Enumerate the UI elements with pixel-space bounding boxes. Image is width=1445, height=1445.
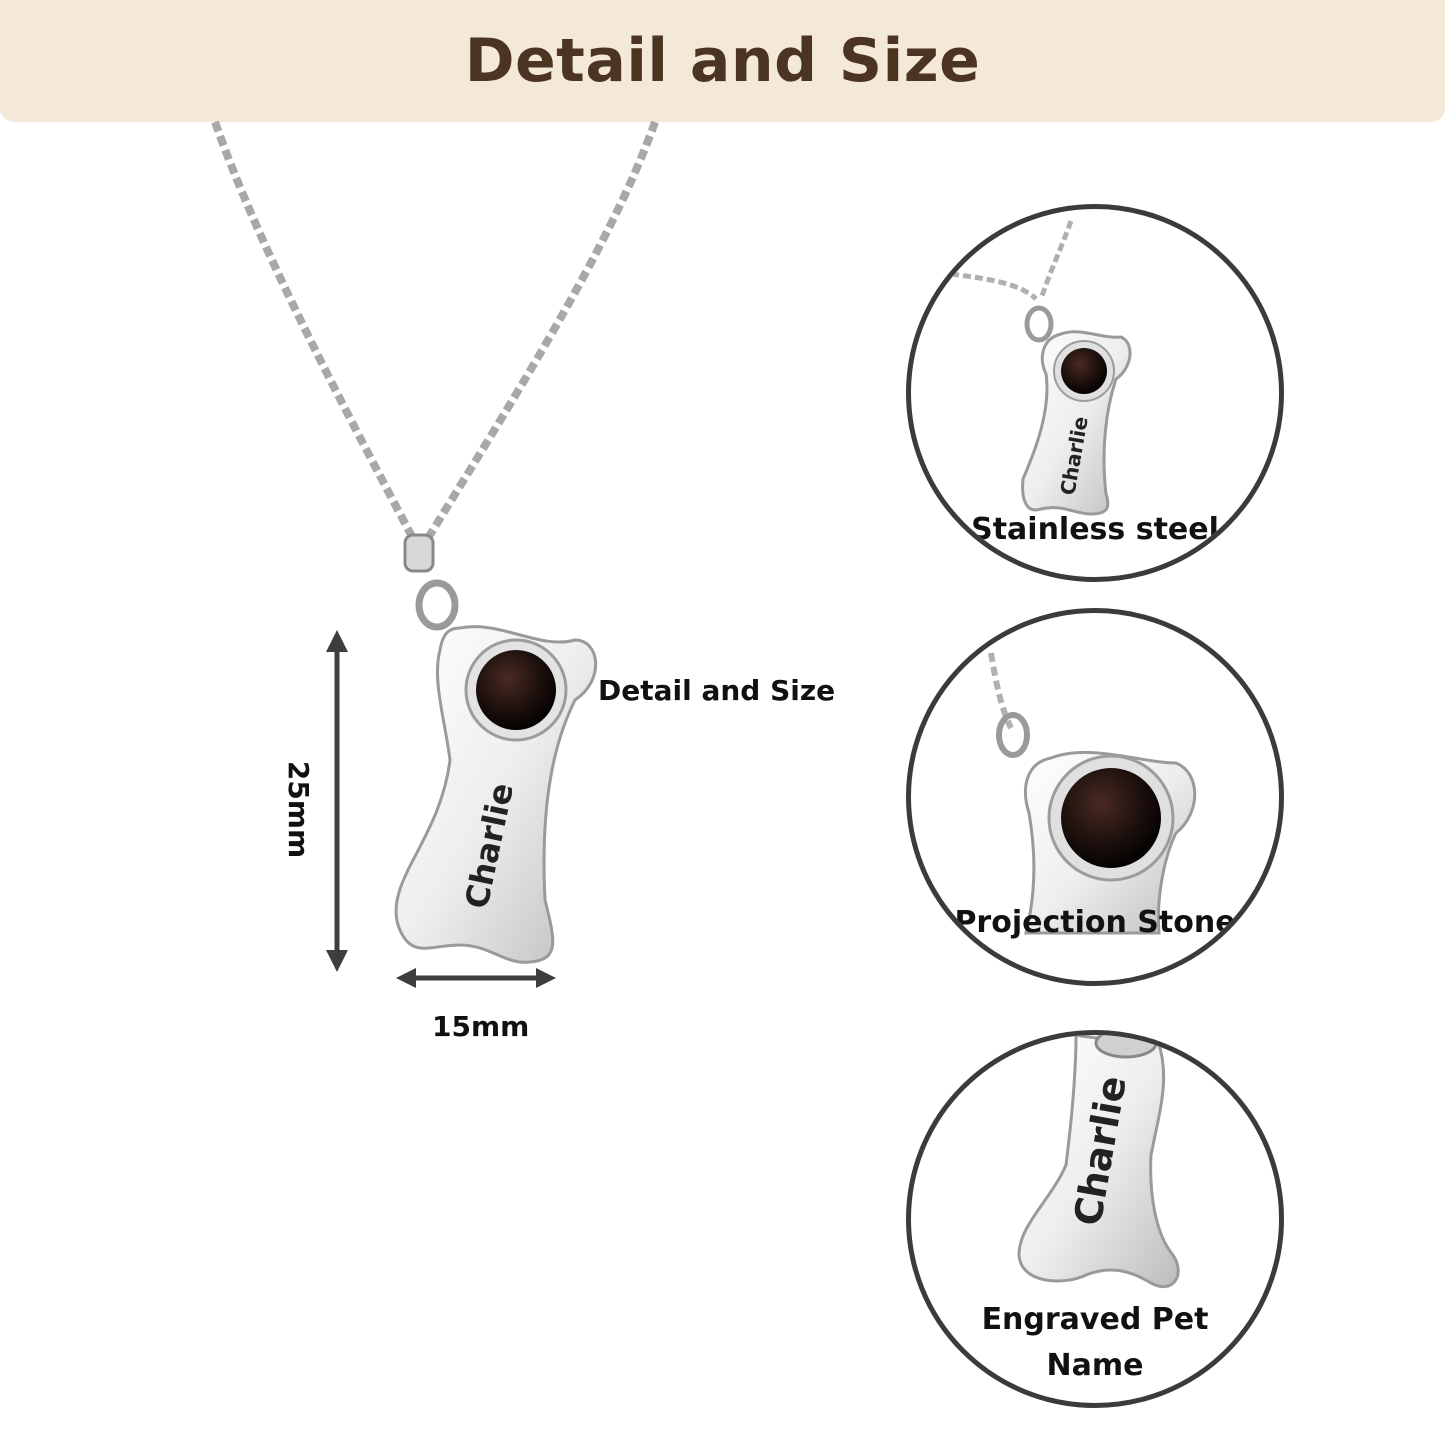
width-arrow [396, 968, 556, 988]
projection-caption: Projection Stone [954, 905, 1236, 940]
stainless-caption: Stainless steel [971, 512, 1219, 547]
header-banner: Detail and Size [0, 0, 1445, 122]
feature-circle-stainless: Charlie Stainless steel [906, 204, 1284, 582]
height-dimension-label: 25mm [282, 760, 316, 859]
stainless-closeup: Charlie [950, 220, 1132, 516]
chain-right [418, 120, 659, 551]
chain-left [211, 120, 422, 550]
engraved-caption: Engraved Pet Name [981, 1302, 1209, 1383]
projection-closeup [988, 652, 1197, 935]
engraved-closeup: Charlie [1017, 1035, 1180, 1289]
page-title: Detail and Size [464, 26, 981, 96]
feature-circle-engraved: Charlie Engraved Pet Name [906, 1030, 1284, 1408]
feature-circle-projection: Projection Stone [906, 608, 1284, 986]
height-arrow [326, 630, 348, 972]
width-dimension-label: 15mm [432, 1010, 530, 1043]
detail-size-label: Detail and Size [598, 674, 836, 707]
